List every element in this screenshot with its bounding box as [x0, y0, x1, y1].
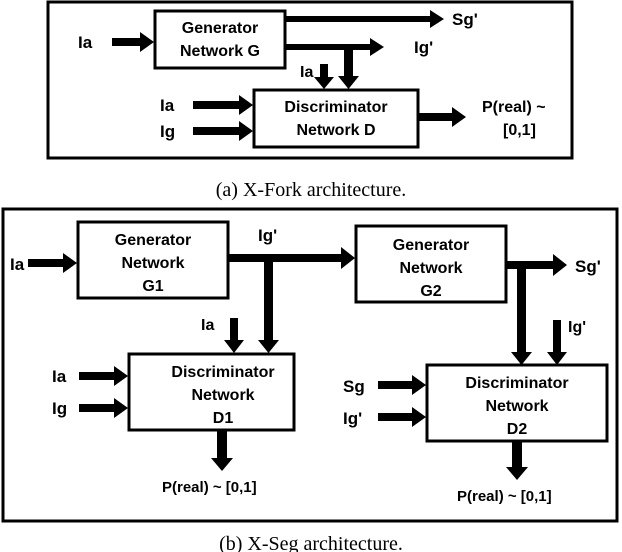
- d1-input-ia-label: Ia: [52, 367, 67, 386]
- d-output-label-2: [0,1]: [503, 122, 536, 139]
- d1-line2: Network: [191, 387, 254, 404]
- ig-mid-label: Ig': [258, 226, 277, 245]
- d1-output-arrow: [211, 430, 233, 471]
- generator-g-line1: Generator: [182, 20, 258, 37]
- input-ia-label: Ia: [78, 33, 93, 52]
- g1-to-g2-arrow: [228, 247, 355, 269]
- d1-line1: Discriminator: [171, 364, 274, 381]
- sg-output-label: Sg': [452, 10, 478, 29]
- d2-line2: Network: [485, 398, 548, 415]
- g2-line2: Network: [399, 260, 462, 277]
- d2-line1: Discriminator: [465, 375, 568, 392]
- ig-to-d2-arrow: [547, 320, 567, 365]
- b-sg-output-arrow: [506, 254, 567, 276]
- b-ig-to-d2-label: Ig': [568, 319, 586, 336]
- g2-to-d2-arrow: [511, 266, 532, 365]
- generator-g2-box: [354, 224, 508, 304]
- d-input-ia-label: Ia: [160, 96, 175, 115]
- g2-line3: G2: [420, 283, 441, 300]
- discriminator-d-line1: Discriminator: [284, 99, 387, 116]
- d2-output-label: P(real) ~ [0,1]: [457, 488, 552, 505]
- g1-line2: Network: [121, 255, 184, 272]
- figure-b-caption: (b) X-Seg architecture.: [219, 533, 403, 552]
- ia-to-d-label: Ia: [300, 64, 313, 81]
- figure-a-caption: (a) X-Fork architecture.: [216, 179, 406, 201]
- d-input-ia-arrow: [193, 95, 253, 115]
- figure-a-x-fork: Generator Network G Discriminator Networ…: [46, 0, 574, 160]
- figure-b-frame: [1, 207, 619, 523]
- generator-g-line2: Network G: [180, 43, 260, 60]
- d2-output-arrow: [506, 441, 528, 480]
- d1-line3: D1: [213, 410, 234, 427]
- d1-output-label: P(real) ~ [0,1]: [162, 479, 257, 496]
- d1-input-ig-arrow: [79, 398, 128, 418]
- d2-input-sg-arrow: [378, 375, 426, 395]
- discriminator-d-line2: Network D: [296, 122, 375, 139]
- d-input-ig-arrow: [193, 121, 253, 141]
- d2-input-ig-label: Ig': [343, 409, 362, 428]
- g1-line3: G1: [142, 278, 163, 295]
- d2-input-sg-label: Sg: [343, 377, 365, 396]
- d-output-arrow: [419, 107, 466, 127]
- d2-line3: D2: [507, 421, 528, 438]
- g2-line1: Generator: [393, 237, 469, 254]
- d2-input-ig-arrow: [378, 407, 426, 427]
- d-input-ig-label: Ig: [160, 122, 175, 141]
- ig-to-d-arrow: [338, 50, 359, 89]
- d-output-label-1: P(real) ~: [482, 99, 546, 116]
- ig-output-arrow: [285, 38, 384, 56]
- ig-to-d1-arrow: [258, 262, 279, 353]
- discriminator-d2-box: [425, 363, 609, 443]
- d1-input-ia-arrow: [79, 366, 128, 386]
- discriminator-d-box: [252, 88, 420, 149]
- figure-a-frame: [46, 0, 574, 160]
- b-input-ia-arrow: [28, 253, 77, 273]
- sg-output-arrow: [285, 10, 444, 28]
- discriminator-d1-box: [127, 352, 296, 432]
- g1-line1: Generator: [115, 232, 191, 249]
- figure-b-x-seg: Generator Network G1 Generator Network G…: [1, 207, 619, 523]
- ig-output-label: Ig': [414, 38, 433, 57]
- b-ia-to-d1-label: Ia: [201, 317, 214, 334]
- generator-g1-box: [76, 220, 230, 300]
- generator-g-box: [153, 9, 287, 70]
- ia-to-d1-arrow: [224, 318, 244, 353]
- b-input-ia-label: Ia: [10, 255, 25, 274]
- b-sg-output-label: Sg': [575, 257, 601, 276]
- ia-to-d-arrow: [314, 64, 334, 89]
- input-ia-arrow: [112, 32, 154, 52]
- d1-input-ig-label: Ig: [52, 399, 67, 418]
